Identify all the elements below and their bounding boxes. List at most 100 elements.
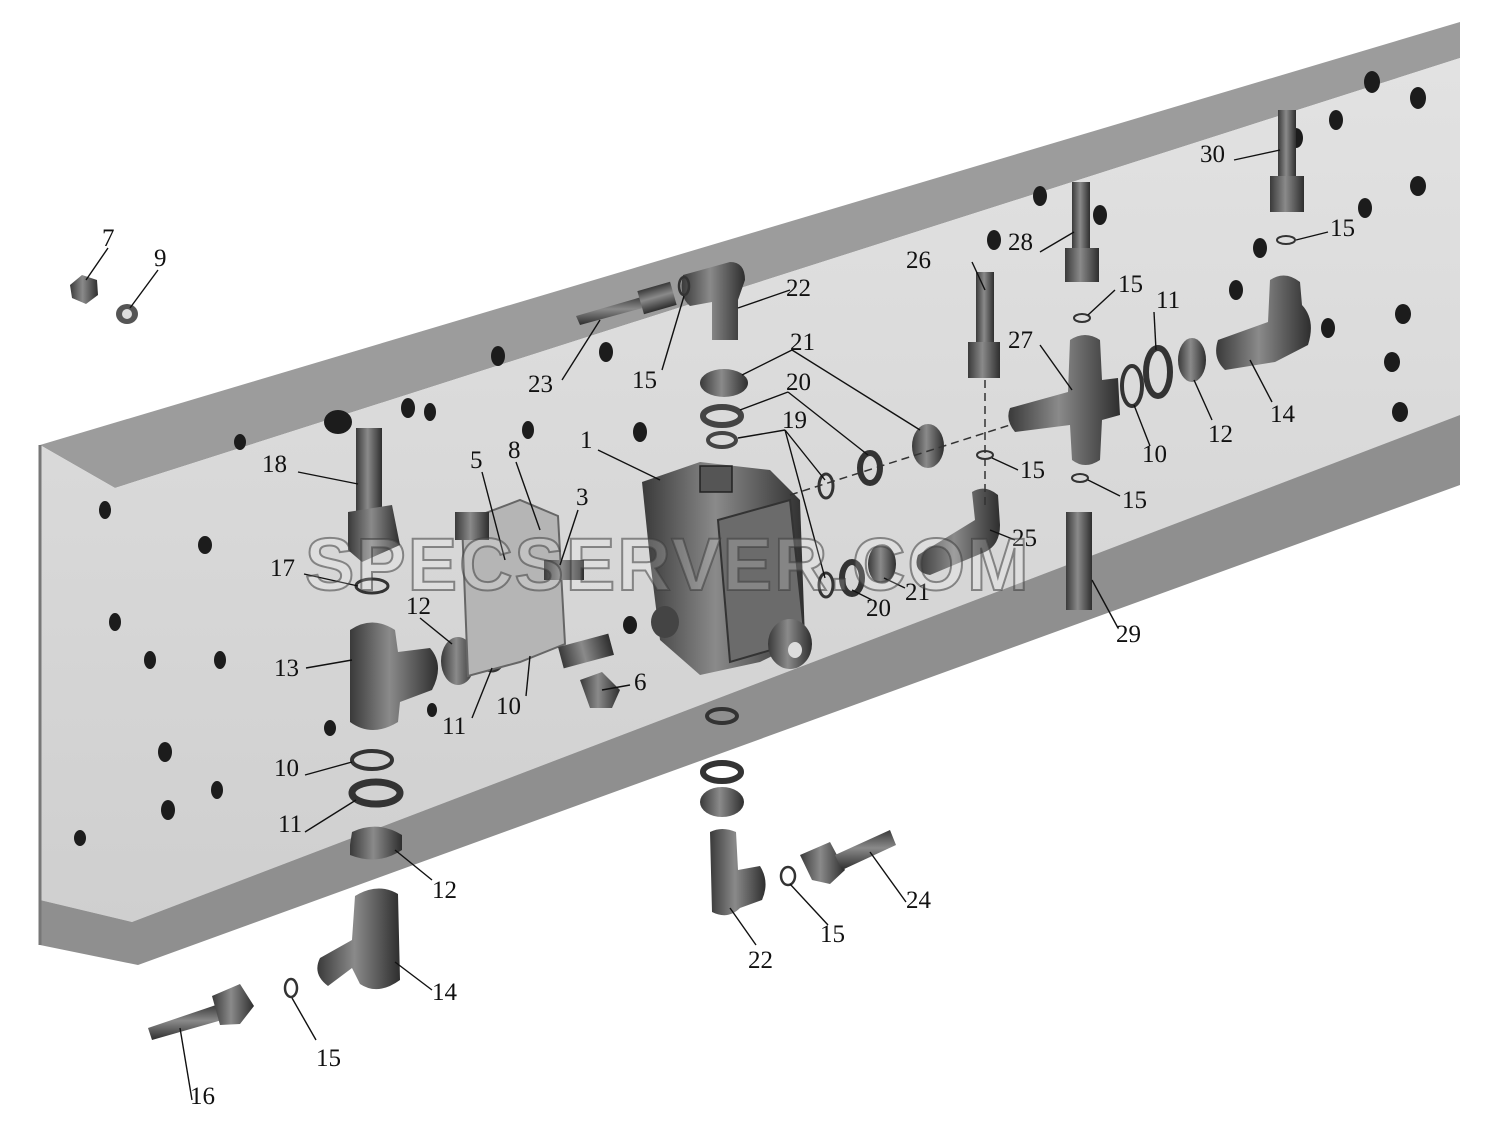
leader-19-b (784, 429, 826, 481)
leader-21-top (741, 349, 793, 376)
callout-labels: 1 3 5 6 7 8 9 10 10 10 11 11 11 12 12 12… (102, 141, 1355, 1110)
part-ring-20-low (839, 559, 865, 597)
frame-hole (1093, 205, 1107, 225)
leader-11-right (1153, 311, 1157, 351)
callout-label: 12 (406, 593, 431, 620)
callout-label: 1 (580, 427, 593, 454)
callout-label: 26 (906, 247, 931, 274)
frame-hole (74, 830, 86, 846)
part-tube-26 (976, 272, 994, 346)
part-nut-21-low (868, 544, 896, 584)
leader-3 (559, 509, 579, 566)
frame-hole (491, 346, 505, 366)
leader-11-low (304, 799, 357, 833)
leader-20-top (739, 391, 789, 411)
callout-label: 11 (1156, 287, 1180, 314)
callout-label: 20 (786, 369, 811, 396)
part-tee-14-right (1216, 275, 1311, 370)
callout-label: 18 (262, 451, 287, 478)
part-washer-9-hole (122, 309, 132, 319)
leader-15-f (1295, 231, 1329, 241)
part-ring-bottom (705, 707, 739, 725)
leader-1 (597, 449, 661, 481)
leader-15-e (1087, 289, 1116, 316)
frame-hole (1364, 71, 1380, 93)
callout-label: 8 (508, 437, 521, 464)
leader-15-top (661, 295, 685, 371)
part-valve-port-left (651, 606, 679, 638)
watermark: SPECSERVER.COM (305, 523, 1031, 606)
part-ring-11-right (1143, 345, 1173, 399)
frame-hole (1384, 352, 1400, 372)
callout-label: 13 (274, 655, 299, 682)
callout-label: 23 (528, 371, 553, 398)
frame-hole (144, 651, 156, 669)
leader-15-c (991, 457, 1019, 471)
part-ring-20-bottom (700, 760, 744, 784)
part-nut-12-right (1178, 338, 1206, 382)
leader-11-left (471, 667, 493, 719)
part-valve-top-nut (699, 465, 733, 493)
callout-label: 21 (790, 329, 815, 356)
part-elbow-22-bottom (710, 829, 766, 916)
leader-12-left (419, 617, 453, 645)
leader-14-low (394, 961, 433, 991)
part-ring-15-low (283, 977, 299, 999)
callout-label: 10 (496, 693, 521, 720)
part-valve-outlet (768, 619, 812, 669)
part-elbow-25 (916, 488, 1000, 575)
part-fitting-18 (348, 505, 400, 562)
part-ring-15-bottom (779, 865, 797, 887)
part-ring-15-f (1276, 235, 1296, 245)
leader-10-right (1133, 404, 1151, 447)
callout-label: 14 (432, 979, 458, 1006)
frame-hole (1321, 318, 1335, 338)
frame-hole (401, 398, 415, 418)
part-fitting-28 (1065, 248, 1099, 282)
frame-hole (1410, 176, 1426, 196)
leader-29 (1091, 579, 1119, 629)
callout-label: 16 (190, 1083, 215, 1110)
part-nut-21-top (700, 369, 748, 397)
callout-label: 22 (786, 275, 811, 302)
part-bracket-5 (460, 498, 567, 678)
part-valve-outlet-hole (788, 642, 802, 658)
part-fitting-24 (800, 842, 845, 884)
leader-30 (1233, 149, 1281, 161)
frame-hole (211, 781, 223, 799)
frame-holes (74, 71, 1426, 846)
frame-hole (1410, 87, 1426, 109)
part-bolt-6-head (580, 672, 620, 708)
callout-label: 12 (1208, 421, 1233, 448)
callout-label: 9 (154, 245, 167, 272)
part-nut-21-right (912, 424, 944, 468)
callout-label: 6 (634, 669, 647, 696)
leader-17 (303, 573, 359, 587)
callout-label: 10 (274, 755, 299, 782)
leader-15-bottom (789, 883, 829, 926)
part-ring-10-right (1120, 364, 1144, 408)
leader-28 (1039, 231, 1075, 253)
callout-label: 20 (866, 595, 891, 622)
callout-label: 12 (432, 877, 457, 904)
leader-19-c (784, 429, 826, 579)
part-tee-14-low (317, 888, 400, 990)
part-tube-23 (576, 296, 650, 325)
part-nut-21-bottom (700, 787, 744, 817)
callout-label: 15 (820, 921, 845, 948)
callout-label: 15 (1020, 457, 1045, 484)
leader-13 (305, 659, 353, 669)
leader-12-low (394, 849, 433, 881)
part-ring-10-low (350, 749, 394, 771)
part-fitting-26 (968, 342, 1000, 378)
callout-label: 15 (1122, 487, 1147, 514)
frame-hole (987, 230, 1001, 250)
callout-label: 15 (1118, 271, 1143, 298)
callout-label: 14 (1270, 401, 1296, 428)
leader-27 (1039, 344, 1073, 391)
part-cross-27 (1008, 335, 1120, 465)
part-ring-20-right (857, 450, 883, 486)
leader-7 (85, 247, 109, 281)
